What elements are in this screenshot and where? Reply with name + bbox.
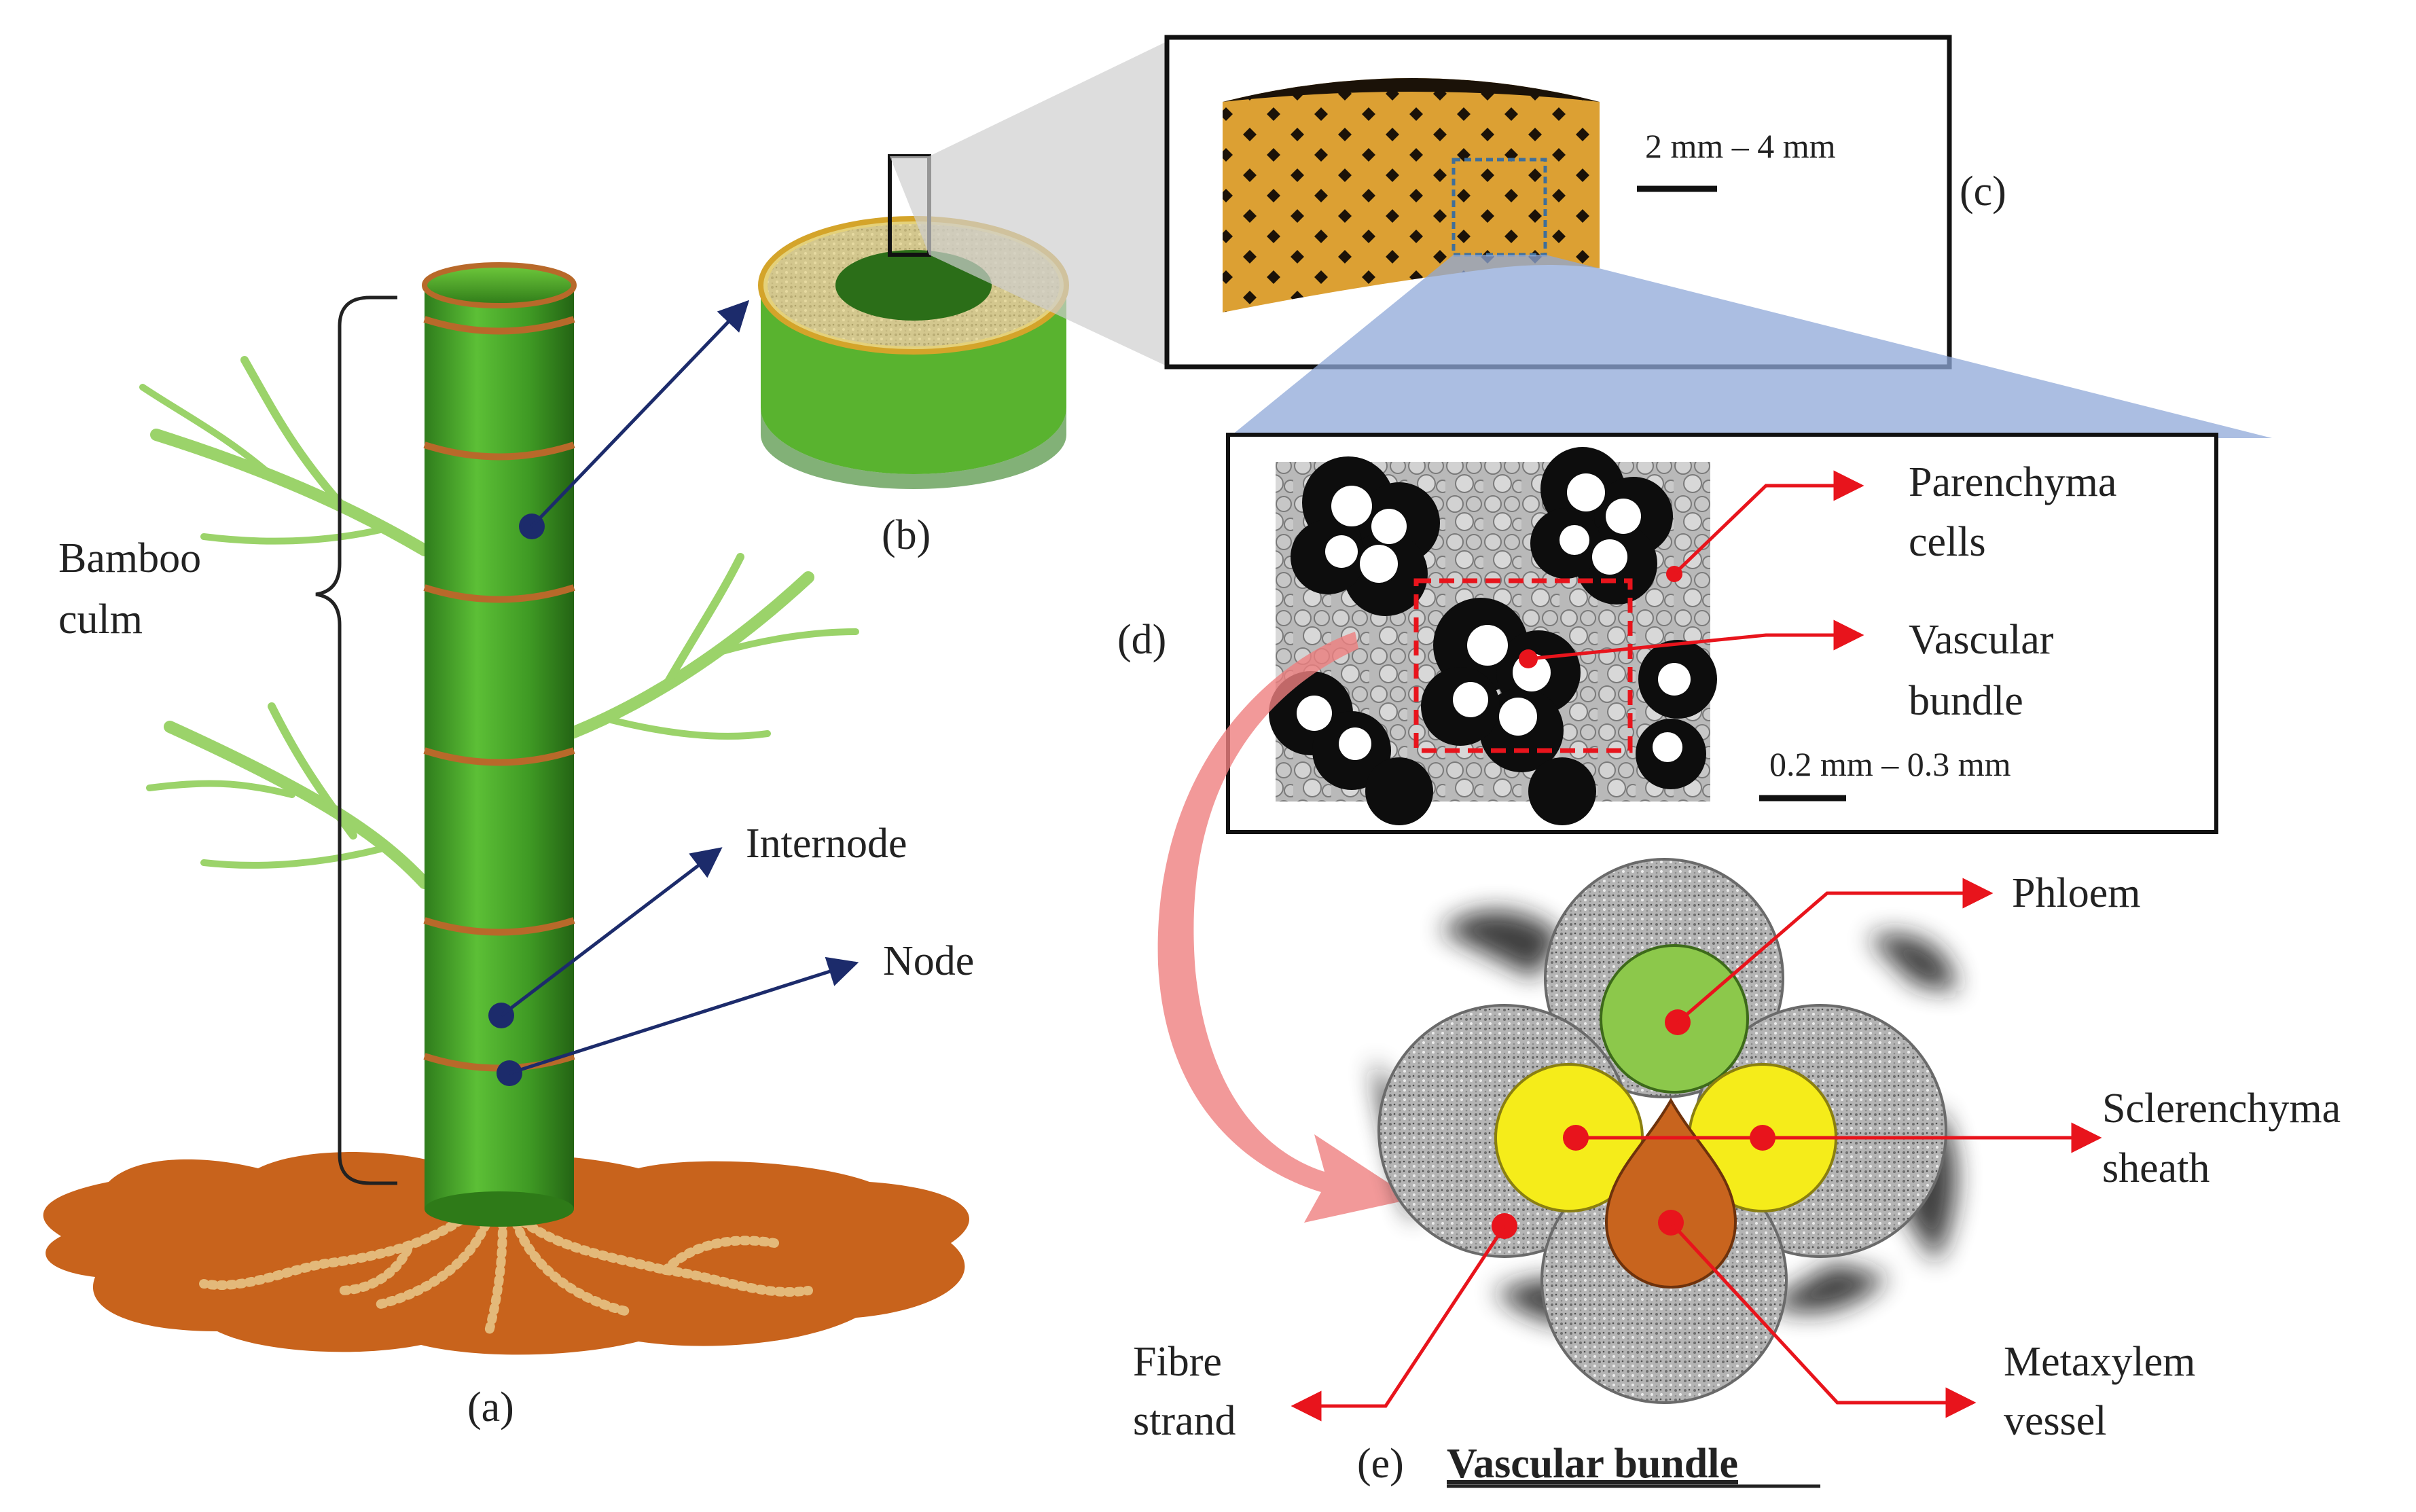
curved-arrow-d-to-e bbox=[1157, 632, 1413, 1223]
label-vascular-1: Vascular bbox=[1909, 617, 2054, 663]
micrograph-selection bbox=[1413, 578, 1633, 753]
label-metaxylem-1: Metaxylem bbox=[2004, 1339, 2195, 1385]
label-sclerenchyma-2: sheath bbox=[2102, 1145, 2210, 1191]
title-vascular-bundle: Vascular bundle bbox=[1447, 1441, 1738, 1487]
label-bamboo-culm-2: culm bbox=[58, 596, 143, 643]
scale-label-d: 0.2 mm – 0.3 mm bbox=[1769, 745, 2011, 783]
label-internode: Internode bbox=[746, 821, 907, 867]
label-phloem: Phloem bbox=[2012, 870, 2140, 916]
panel-e: Phloem Sclerenchyma sheath Fibre strand … bbox=[1133, 858, 2341, 1488]
panel-b: (b) bbox=[758, 154, 1069, 558]
label-node: Node bbox=[883, 938, 974, 984]
panel-d: Parenchyma cells Vascular bundle 0.2 mm … bbox=[1117, 433, 2218, 834]
culm-brace bbox=[315, 295, 397, 1185]
label-bamboo-culm-1: Bamboo bbox=[58, 535, 201, 581]
ring-hollow bbox=[835, 250, 992, 321]
pointer-node bbox=[497, 956, 859, 1086]
caption-e: (e) bbox=[1357, 1441, 1404, 1487]
label-metaxylem-2: vessel bbox=[2004, 1398, 2107, 1444]
culm-bottom bbox=[425, 1191, 574, 1227]
label-fibre-1: Fibre bbox=[1133, 1339, 1222, 1385]
label-parenchyma-2: cells bbox=[1909, 519, 1986, 565]
caption-d: (d) bbox=[1117, 617, 1166, 663]
micrograph bbox=[1269, 447, 1717, 825]
pointer-metaxylem bbox=[1658, 1210, 1977, 1418]
pointer-parenchyma bbox=[1666, 470, 1864, 582]
pointer-internode bbox=[488, 847, 723, 1028]
zoom-wedge-b-c bbox=[890, 41, 1168, 367]
caption-a: (a) bbox=[467, 1384, 514, 1430]
scale-label-c: 2 mm – 4 mm bbox=[1645, 127, 1836, 165]
pointer-culm-to-b bbox=[519, 300, 750, 539]
culm-top bbox=[422, 262, 577, 308]
label-fibre-2: strand bbox=[1133, 1398, 1236, 1444]
caption-b: (b) bbox=[882, 512, 931, 558]
caption-c: (c) bbox=[1960, 168, 2006, 215]
panel-c-band bbox=[1223, 78, 1600, 312]
pointer-sclerenchyma bbox=[1563, 1122, 2102, 1153]
culm-body bbox=[425, 285, 574, 1209]
pointer-phloem bbox=[1665, 878, 1994, 1035]
label-vascular-2: bundle bbox=[1909, 678, 2023, 724]
pointer-vascular bbox=[1528, 619, 1864, 661]
label-sclerenchyma-1: Sclerenchyma bbox=[2102, 1085, 2341, 1132]
roots bbox=[199, 1204, 813, 1336]
zoom-wedge-c-d bbox=[1228, 255, 2272, 438]
label-parenchyma-1: Parenchyma bbox=[1909, 459, 2116, 505]
panel-c: 2 mm – 4 mm (c) bbox=[1164, 35, 2006, 370]
pointer-fibre bbox=[1291, 1213, 1517, 1422]
metaxylem bbox=[1604, 1097, 1737, 1289]
culm-nodes bbox=[423, 316, 575, 1072]
panel-a: Bamboo culm Internode Node (a) bbox=[43, 262, 974, 1430]
